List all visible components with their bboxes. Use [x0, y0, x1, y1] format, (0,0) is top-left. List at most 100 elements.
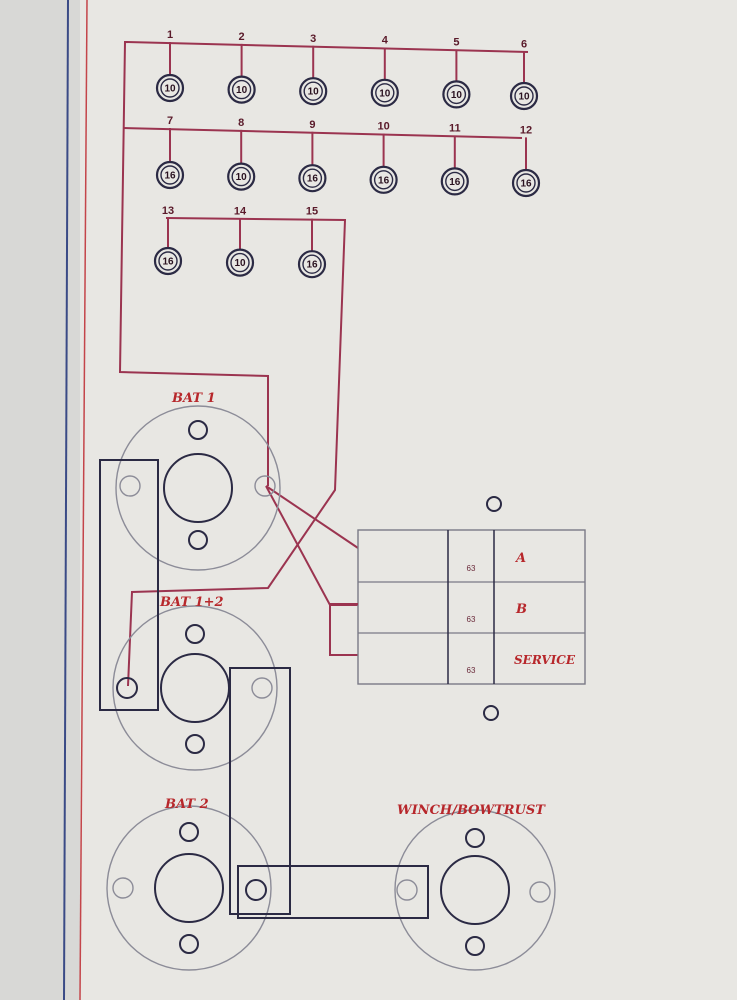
terminal-right — [529, 881, 551, 903]
mount-hole — [185, 734, 205, 754]
fuse-circuit-9: 916 — [298, 119, 327, 193]
breaker-rating: 63 — [467, 666, 476, 675]
fuse-rating: 10 — [379, 88, 391, 99]
fuse-ring-outer — [155, 160, 185, 190]
fuse-ring-outer — [369, 165, 398, 194]
circuit-number: 10 — [377, 121, 389, 133]
fuse-circuit-4: 4 10 — [370, 35, 399, 107]
circuit-number: 7 — [167, 115, 173, 127]
panel-mount-hole-top — [486, 496, 502, 512]
link-bar-bat2-winch — [237, 865, 429, 919]
fuse-circuit-2: 2 10 — [227, 31, 256, 104]
breaker-label: SERVICE — [514, 653, 576, 667]
fuse-ring-outer — [298, 164, 327, 193]
circuit-number: 3 — [310, 33, 316, 45]
switch-label: BAT 1+2 — [159, 595, 224, 610]
switch-label: WINCH/BOWTRUST — [397, 803, 546, 818]
fuse-rating: 16 — [164, 171, 176, 182]
fuse-rating: 10 — [236, 172, 248, 183]
feeder-a — [265, 485, 359, 549]
link-bar-bat1-bat12 — [99, 459, 159, 711]
circuit-number: 1 — [167, 29, 173, 41]
terminal-right — [251, 677, 273, 699]
switch-knob — [154, 853, 224, 923]
mount-hole — [188, 420, 208, 440]
mount-hole — [465, 936, 485, 956]
fuse-ring-inner — [160, 78, 180, 98]
fuse-ring-inner — [514, 86, 534, 106]
terminal-right — [254, 475, 276, 497]
terminal-left — [119, 475, 141, 497]
fuse-ring-inner — [231, 79, 252, 100]
fuse-ring-inner — [446, 84, 467, 105]
fuse-ring-inner — [445, 171, 465, 192]
mount-hole — [179, 822, 199, 842]
fuse-circuit-10: 10 16 — [369, 121, 398, 194]
terminal-right — [245, 879, 267, 901]
fuse-ring-outer — [442, 80, 471, 109]
switch-bat2: BAT 2 — [106, 797, 272, 971]
circuit-number: 4 — [382, 35, 389, 47]
circuit-number: 9 — [309, 119, 315, 131]
breaker-service: 63 SERVICE — [467, 653, 576, 675]
breaker-b: 63 B — [467, 602, 527, 624]
fuse-ring-inner — [516, 173, 536, 193]
link-bar-bat12-bat2 — [229, 667, 291, 915]
breaker-rating: 63 — [467, 564, 476, 573]
switch-plate — [106, 805, 272, 971]
fuse-ring-inner — [302, 254, 322, 274]
mount-hole — [465, 828, 485, 848]
fuse-ring-inner — [375, 83, 395, 103]
fuse-circuit-11: 11 16 — [440, 123, 469, 196]
panel-frame — [357, 529, 586, 685]
circuit-number: 6 — [521, 38, 527, 50]
fuse-rating: 16 — [162, 257, 174, 268]
mount-hole — [188, 530, 208, 550]
fuse-rating: 10 — [518, 92, 530, 103]
circuit-number: 11 — [449, 123, 461, 135]
switch-bat1: BAT 1 — [115, 391, 281, 571]
fuse-rating: 10 — [164, 84, 176, 95]
fuse-ring-inner — [160, 165, 180, 185]
circuit-number: 5 — [453, 37, 459, 49]
fuse-rating: 16 — [306, 260, 318, 271]
fuse-ring-outer — [227, 162, 256, 191]
fuse-rating: 10 — [236, 85, 248, 96]
fuse-rating: 16 — [378, 175, 390, 186]
fuse-ring-outer — [297, 250, 327, 279]
fuse-ring-inner — [303, 81, 323, 101]
fuse-ring-outer — [153, 246, 183, 276]
switch-plate — [112, 605, 278, 771]
breaker-a: 63A — [467, 551, 527, 573]
terminal-left — [112, 877, 134, 899]
fuse-circuit-5: 5 10 — [442, 37, 471, 109]
fuse-ring-outer — [225, 248, 255, 277]
link-bars — [99, 459, 429, 919]
breaker-label: B — [515, 602, 527, 617]
circuit-number: 8 — [238, 117, 244, 129]
fuse-ring-outer — [227, 75, 256, 104]
fuse-ring-inner — [231, 166, 251, 187]
circuit-number: 2 — [239, 31, 245, 43]
fuse-ring-inner — [373, 170, 394, 190]
feeder-service — [329, 605, 358, 656]
fuse-ring-outer — [509, 81, 539, 111]
bus-row1 — [124, 41, 529, 53]
fuse-circuit-6: 6 10 — [509, 38, 539, 111]
breaker-rating: 63 — [467, 615, 476, 624]
bus-wiring — [118, 41, 529, 687]
fuse-rating: 16 — [449, 177, 461, 188]
border-line-blue — [63, 0, 69, 1000]
switch-plate — [115, 405, 281, 571]
terminal-left — [396, 879, 418, 901]
fuse-rating: 10 — [451, 90, 463, 101]
fuse-ring-outer — [155, 73, 185, 103]
border-line-red — [79, 0, 88, 1000]
